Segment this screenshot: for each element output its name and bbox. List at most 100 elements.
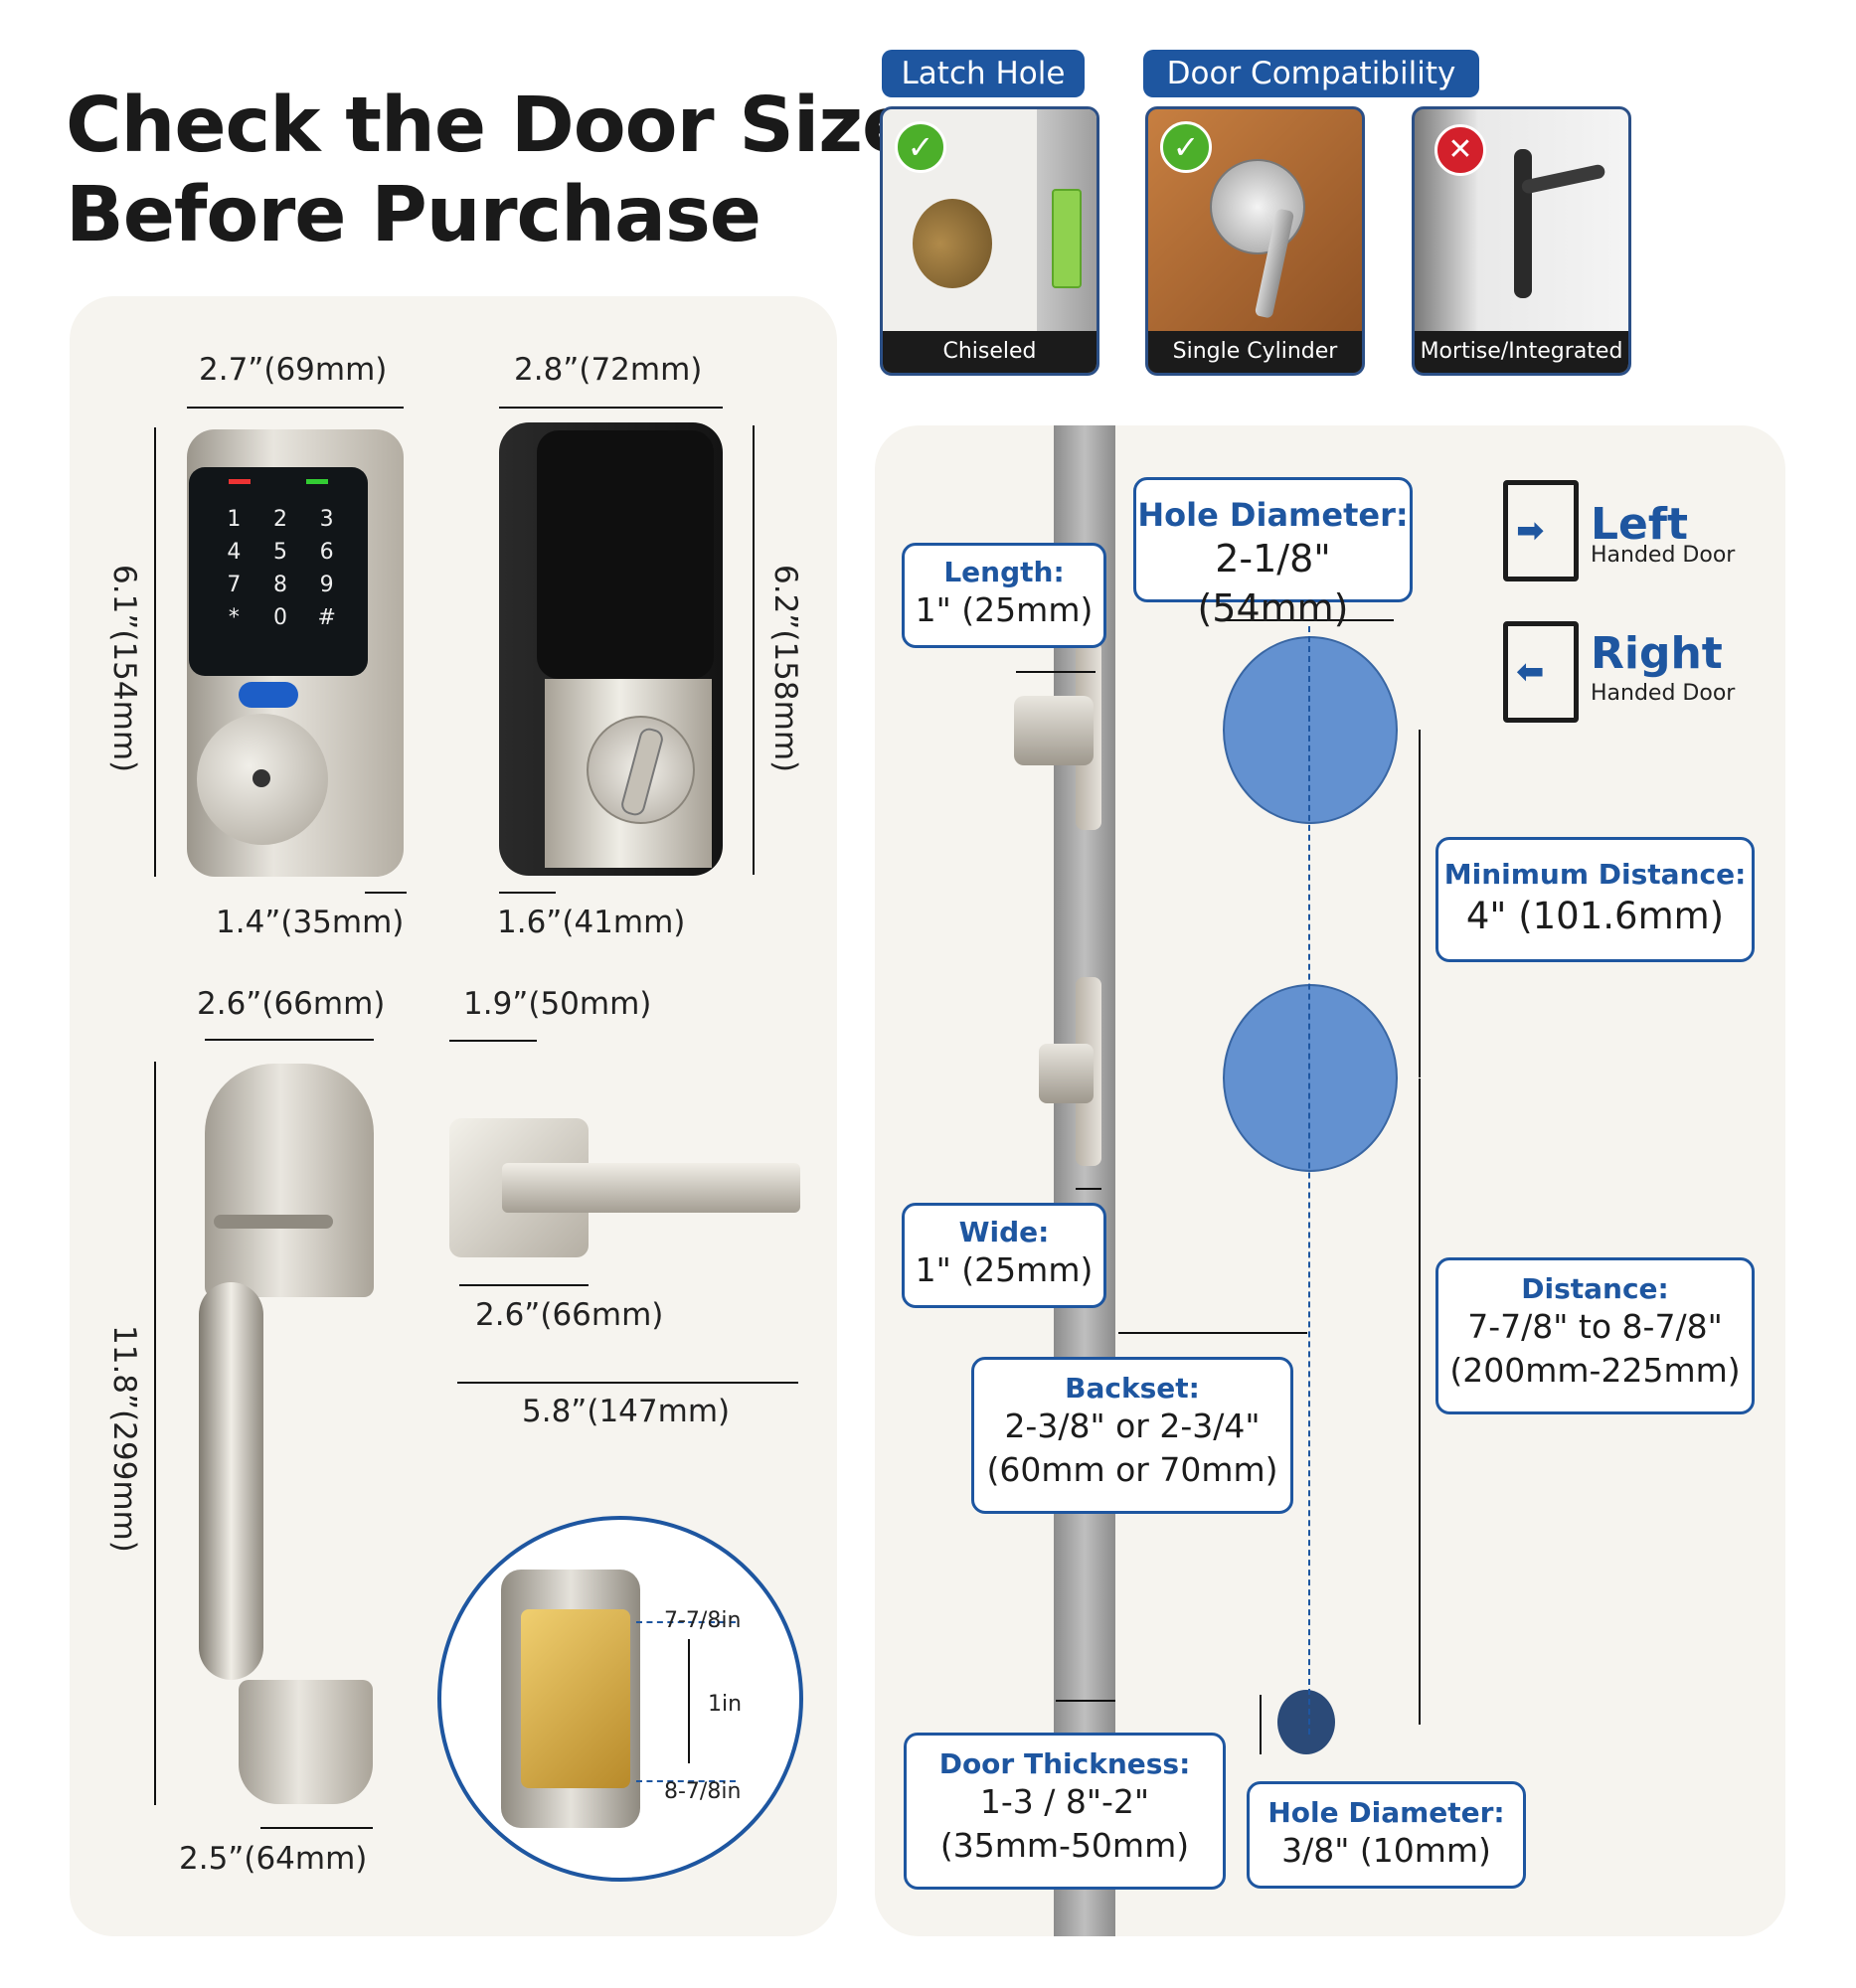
small-hole-value: 3/8" (10mm) — [1281, 1831, 1491, 1870]
handle-bottom-line — [260, 1827, 373, 1829]
mortise-card: ✕ Mortise/Integrated — [1412, 106, 1631, 376]
title-line-1: Check the Door Size — [66, 82, 914, 170]
hole-diameter-value: 2-1/8" (54mm) — [1197, 537, 1349, 630]
key-7[interactable]: 7 — [227, 573, 242, 597]
distance-line — [1419, 1078, 1421, 1725]
interior-width-line — [499, 407, 723, 409]
interior-depth-dim: 1.6”(41mm) — [497, 905, 686, 940]
keypad-panel: 1 2 3 4 5 6 7 8 9 * 0 # — [189, 467, 368, 676]
door-thickness-value-1: 1-3 / 8"-2" — [979, 1782, 1150, 1821]
page-title: Check the Door Size Before Purchase — [66, 82, 914, 260]
small-hole — [1277, 1690, 1335, 1754]
key-8[interactable]: 8 — [272, 573, 287, 597]
key-9[interactable]: 9 — [319, 573, 334, 597]
mortise-plate — [1514, 149, 1532, 298]
lever-length-dim: 5.8”(147mm) — [522, 1394, 731, 1429]
keypad-width-dim: 2.7”(69mm) — [199, 352, 388, 388]
latch-hole-tag: Latch Hole — [882, 50, 1085, 97]
keypad-grid: 1 2 3 4 5 6 7 8 9 * 0 # — [211, 507, 350, 630]
lever-rose-dim: 1.9”(50mm) — [463, 986, 652, 1022]
latch-bolt — [1014, 696, 1094, 765]
interior-height-line — [753, 425, 755, 875]
left-handed-subtitle: Handed Door — [1591, 543, 1736, 568]
length-value: 1" (25mm) — [915, 590, 1094, 629]
key-star[interactable]: * — [228, 605, 240, 630]
door-thickness-value-2: (35mm-50mm) — [939, 1826, 1190, 1865]
detail-top-line — [636, 1621, 736, 1623]
lever-handle[interactable] — [502, 1163, 800, 1213]
keypad-depth-line — [365, 892, 407, 894]
length-line — [1016, 671, 1096, 673]
handle-height-line — [154, 1062, 156, 1805]
upper-bore-hole — [1223, 636, 1398, 824]
backset-box: Backset: 2-3/8" or 2-3/4" (60mm or 70mm) — [971, 1357, 1293, 1514]
chiseled-label: Chiseled — [883, 331, 1097, 373]
handle-grip[interactable] — [199, 1282, 263, 1680]
keypad-depth-dim: 1.4”(35mm) — [216, 905, 405, 940]
brass-bracket — [521, 1609, 630, 1788]
detail-bottom-line — [636, 1780, 736, 1782]
min-distance-line — [1419, 730, 1421, 1077]
min-distance-heading: Minimum Distance: — [1443, 858, 1747, 891]
handle-bottom-escutcheon — [239, 1680, 373, 1804]
arrow-right-icon: ➡ — [1516, 511, 1545, 551]
handle-width-line — [205, 1039, 374, 1041]
keypad-width-line — [187, 407, 404, 409]
battery-cover — [537, 430, 714, 679]
key-0[interactable]: 0 — [272, 605, 287, 630]
chiseled-latch-recess — [1052, 189, 1082, 288]
title-line-2: Before Purchase — [66, 171, 761, 259]
lever-length-line — [457, 1382, 798, 1384]
wide-heading: Wide: — [958, 1216, 1050, 1248]
detail-top-dim: 7-7/8in — [664, 1608, 742, 1633]
small-hole-box: Hole Diameter: 3/8" (10mm) — [1247, 1781, 1526, 1889]
hole-diameter-line — [1225, 619, 1394, 621]
thumb-turn[interactable] — [587, 716, 695, 824]
arrow-left-icon: ⬅ — [1516, 652, 1545, 692]
handle-width-dim: 2.6”(66mm) — [197, 986, 386, 1022]
keypad-height-line — [154, 427, 156, 877]
min-distance-box: Minimum Distance: 4" (101.6mm) — [1435, 837, 1755, 962]
thumb-turn-lever — [618, 726, 666, 818]
chiseled-card: ✓ Chiseled — [880, 106, 1099, 376]
keyhole-icon — [253, 769, 270, 787]
right-door-icon: ⬅ — [1503, 621, 1579, 723]
key-2[interactable]: 2 — [272, 507, 287, 532]
interior-width-dim: 2.8”(72mm) — [514, 352, 703, 388]
hole-diameter-heading: Hole Diameter: — [1137, 496, 1409, 534]
lower-bore-hole — [1223, 984, 1398, 1172]
right-handed-subtitle: Handed Door — [1591, 681, 1736, 706]
door-thickness-heading: Door Thickness: — [938, 1747, 1191, 1780]
distance-heading: Distance: — [1521, 1272, 1669, 1305]
left-handed-title: Left — [1591, 499, 1689, 550]
check-icon: ✓ — [1160, 121, 1212, 173]
key-6[interactable]: 6 — [319, 540, 334, 565]
status-led-red — [229, 479, 251, 484]
length-heading: Length: — [943, 556, 1065, 588]
cross-icon: ✕ — [1434, 124, 1486, 176]
detail-mid-line — [688, 1639, 690, 1763]
handle-bottom-dim: 2.5”(64mm) — [179, 1841, 368, 1877]
key-4[interactable]: 4 — [227, 540, 242, 565]
min-distance-value: 4" (101.6mm) — [1465, 895, 1725, 937]
bore-center-line — [1308, 626, 1310, 1735]
length-box: Length: 1" (25mm) — [902, 543, 1106, 648]
backset-value-2: (60mm or 70mm) — [986, 1450, 1278, 1489]
detail-bottom-dim: 8-7/8in — [664, 1779, 742, 1804]
single-cylinder-label: Single Cylinder — [1148, 331, 1362, 373]
lever-depth-line — [459, 1284, 589, 1286]
key-hash[interactable]: # — [317, 605, 336, 630]
lever-handle-icon — [1520, 163, 1606, 195]
door-thickness-box: Door Thickness: 1-3 / 8"-2" (35mm-50mm) — [904, 1733, 1226, 1890]
backset-heading: Backset: — [1065, 1372, 1200, 1405]
detail-mid-dim: 1in — [708, 1692, 743, 1717]
fingerprint-sensor-icon — [239, 682, 298, 708]
small-hole-line — [1260, 1695, 1262, 1754]
key-3[interactable]: 3 — [319, 507, 334, 532]
key-5[interactable]: 5 — [272, 540, 287, 565]
keypad-height-dim: 6.1”(154mm) — [106, 565, 142, 773]
status-led-green — [306, 479, 328, 484]
key-1[interactable]: 1 — [227, 507, 242, 532]
bore-hole — [913, 199, 992, 288]
hole-diameter-box: Hole Diameter: 2-1/8" (54mm) — [1133, 477, 1413, 630]
